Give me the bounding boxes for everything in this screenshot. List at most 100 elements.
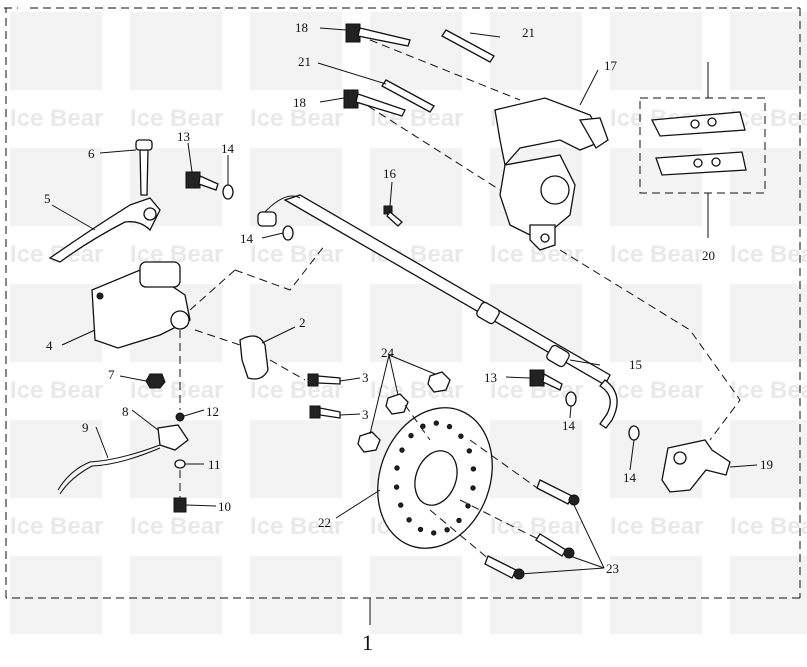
callout-numbers: 18 21 21 17 18 13 6 14 16 5 14 20 2 4 24… <box>44 20 773 576</box>
watermark-text: Ice Bear <box>10 105 103 132</box>
callout-3: 3 <box>362 407 369 422</box>
callout-14: 14 <box>240 231 254 246</box>
watermark-text: Ice Bear <box>250 513 343 540</box>
watermark-tile <box>250 12 342 90</box>
watermark-tile <box>730 284 807 362</box>
watermark-tile <box>10 12 102 90</box>
callout-21: 21 <box>522 25 535 40</box>
watermark-tile <box>610 556 702 634</box>
callout-11: 11 <box>208 457 221 472</box>
callout-15: 15 <box>629 357 642 372</box>
watermark-text: Ice Bear <box>730 377 807 404</box>
assembly-frame: 1 <box>4 7 801 655</box>
watermark-tile <box>610 284 702 362</box>
callout-21: 21 <box>298 54 311 69</box>
watermark-text: Ice Bear <box>250 105 343 132</box>
brake-pads <box>639 62 766 238</box>
watermark-text: Ice Bear <box>130 105 223 132</box>
callout-16: 16 <box>383 166 397 181</box>
callout-23: 23 <box>606 561 619 576</box>
callout-3: 3 <box>362 370 369 385</box>
disc-bolts <box>484 479 580 580</box>
watermark-tile <box>370 556 462 634</box>
watermark-tile <box>490 420 582 498</box>
disc-hole <box>431 530 437 536</box>
callout-17: 17 <box>604 58 618 73</box>
watermark-tile <box>370 12 462 90</box>
disc-hole <box>465 503 471 509</box>
callout-18: 18 <box>293 95 306 110</box>
callout-12: 12 <box>206 404 219 419</box>
bleeder-screw <box>383 205 403 227</box>
disc-hole <box>417 526 424 533</box>
callout-4: 4 <box>46 338 53 353</box>
callout-19: 19 <box>760 457 773 472</box>
watermark-text: Ice Bear <box>730 513 807 540</box>
watermark-tile <box>370 284 462 362</box>
watermark-tile <box>10 420 102 498</box>
assembly-label: 1 <box>362 630 373 655</box>
disc-hole <box>466 448 472 454</box>
callout-9: 9 <box>82 420 89 435</box>
callout-2: 2 <box>299 315 306 330</box>
disc-hole <box>446 423 453 430</box>
disc-hole <box>433 420 439 426</box>
callout-20: 20 <box>702 248 715 263</box>
watermark-text: Ice Bear <box>130 377 223 404</box>
callout-5: 5 <box>44 191 51 206</box>
disc-hole <box>394 465 400 471</box>
disc-hole <box>399 447 405 453</box>
callout-14: 14 <box>562 418 576 433</box>
watermark-tile <box>10 284 102 362</box>
disc-hole <box>393 484 400 490</box>
watermark-text: Ice Bear <box>610 241 703 268</box>
watermark-tile <box>730 556 807 634</box>
handlebar-clamp <box>239 335 341 419</box>
callout-7: 7 <box>108 367 115 382</box>
disc-hole <box>408 432 414 439</box>
master-cylinder <box>91 261 191 349</box>
brake-lever <box>48 139 161 263</box>
watermark-tile <box>490 12 582 90</box>
callout-8: 8 <box>122 404 129 419</box>
watermark-text: Ice Bear <box>610 377 703 404</box>
watermark-tile <box>130 556 222 634</box>
callout-13: 13 <box>484 370 497 385</box>
brake-switch <box>57 373 189 513</box>
disc-hole <box>458 433 464 439</box>
hose-fitting <box>661 439 731 493</box>
watermark-tile <box>10 148 102 226</box>
disc-hole <box>456 517 462 524</box>
brake-hose <box>257 194 618 429</box>
disc-hole <box>444 527 450 533</box>
callout-13: 13 <box>177 129 190 144</box>
watermark-tile <box>250 556 342 634</box>
watermark-text: Ice Bear <box>10 377 103 404</box>
caliper-bolts <box>343 23 495 117</box>
callout-24: 24 <box>381 345 395 360</box>
watermark-tile <box>130 12 222 90</box>
callout-14: 14 <box>221 141 235 156</box>
watermark-tile <box>730 420 807 498</box>
watermark-text: Ice Bear <box>610 513 703 540</box>
callout-14: 14 <box>623 470 637 485</box>
disc-hole <box>398 502 404 508</box>
watermark-tile <box>610 12 702 90</box>
assembly-guides <box>179 39 741 561</box>
watermark-text: Ice Bear <box>10 513 103 540</box>
disc-hole <box>470 485 476 491</box>
disc-hole <box>470 466 477 472</box>
callout-22: 22 <box>318 515 331 530</box>
brake-caliper <box>494 97 609 251</box>
disc-nuts <box>357 371 451 453</box>
callout-10: 10 <box>218 499 231 514</box>
watermark-tile <box>10 556 102 634</box>
callout-18: 18 <box>295 20 308 35</box>
callout-6: 6 <box>88 146 95 161</box>
disc-hole <box>406 517 412 523</box>
leader-lines <box>51 27 758 575</box>
watermark-tile <box>250 420 342 498</box>
watermark-text: Ice Bear <box>250 241 343 268</box>
brake-disc <box>377 407 493 549</box>
